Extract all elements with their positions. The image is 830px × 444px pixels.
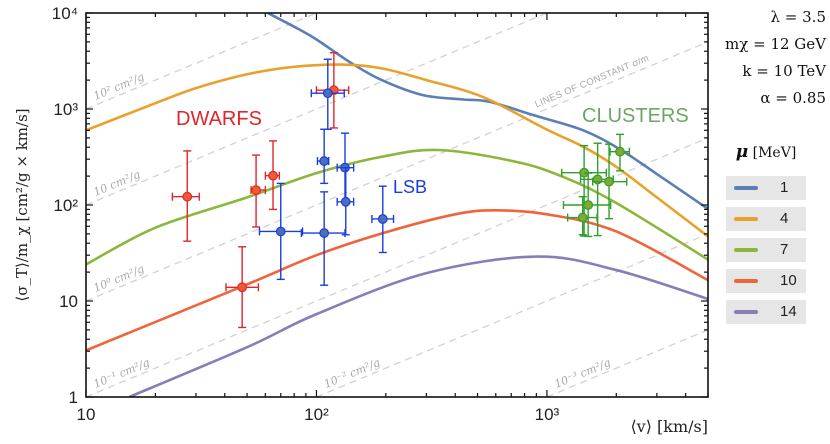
y-tick-label: 10² (53, 196, 78, 215)
lsb-point (336, 166, 355, 236)
parameter-list: λ = 3.5 mχ = 12 GeV k = 10 TeV α = 0.85 (718, 4, 826, 112)
curve-mu-14 (128, 255, 708, 397)
legend-swatch (734, 310, 758, 314)
legend-label: 14 (780, 303, 797, 320)
x-tick-label: 10² (304, 405, 329, 424)
dwarfs-point (315, 51, 350, 129)
model-curves (86, 13, 708, 397)
lsb-point (316, 128, 330, 185)
legend-label: 1 (780, 179, 789, 196)
legend-item-mu-10: 10 (726, 269, 806, 293)
dwarfs-point (225, 246, 260, 329)
y-tick-label: 10 (59, 292, 78, 311)
x-tick-label: 10³ (535, 405, 560, 424)
constant-line (546, 329, 708, 397)
clusters-point (566, 196, 598, 236)
y-tick-label: 1 (69, 388, 78, 407)
lsb-point (371, 185, 395, 254)
y-tick-label: 10³ (53, 100, 78, 119)
param-lambda: λ = 3.5 (770, 8, 826, 26)
legend-item-mu-14: 14 (726, 300, 806, 324)
y-tick-label: 10⁴ (52, 4, 78, 23)
marker (615, 146, 625, 157)
marker (377, 214, 388, 224)
clusters-point (591, 143, 628, 220)
constant-sigma-lines (86, 13, 708, 397)
dwarfs-point (264, 140, 281, 211)
legend-swatch (734, 248, 758, 252)
marker (604, 176, 614, 187)
legend-title-symbol: μ (735, 142, 749, 162)
legend-swatch (734, 186, 758, 190)
marker (182, 191, 193, 202)
legend-item-mu-7: 7 (726, 238, 806, 262)
legend-title-unit: [MeV] (752, 145, 797, 161)
x-axis-label: ⟨v⟩ [km/s] (630, 417, 708, 436)
constant-line (86, 13, 317, 110)
constant-line-label: 10 cm²/g (92, 168, 142, 199)
lsb-point (258, 182, 304, 281)
marker (319, 156, 330, 166)
label-lsb: LSB (393, 177, 427, 197)
label-dwarfs: DWARFS (176, 108, 262, 130)
marker (275, 226, 286, 237)
lsb-point (300, 191, 346, 286)
marker (322, 88, 333, 99)
param-k: k = 10 TeV (742, 62, 826, 80)
legend-item-mu-1: 1 (726, 176, 806, 200)
curve-mu-4 (86, 63, 708, 238)
legend-title: μ [MeV] (726, 142, 806, 162)
clusters-point (609, 133, 631, 172)
constant-line-label: 10⁰ cm²/g (92, 262, 147, 295)
constant-line-label: 10² cm²/g (92, 70, 147, 103)
marker (237, 282, 248, 293)
marker (340, 196, 351, 207)
constant-lines-title: LINES OF CONSTANT σ/m (533, 53, 650, 110)
data-points (171, 51, 631, 329)
legend-label: 10 (780, 272, 797, 289)
legend-swatch (734, 279, 758, 283)
clusters-point (562, 172, 612, 238)
marker (268, 170, 278, 181)
y-axis-label: ⟨σ_T⟩/m_χ [cm²/g × km/s] (13, 108, 31, 301)
annotations: DWARFS LSB CLUSTERS (176, 105, 689, 197)
label-clusters: CLUSTERS (582, 105, 689, 127)
constant-line (316, 233, 708, 397)
dwarfs-point (171, 150, 200, 242)
param-mass: mχ = 12 GeV (725, 35, 826, 53)
curve-mu-7 (86, 148, 708, 266)
legend-swatch (734, 217, 758, 221)
constant-line (86, 41, 708, 302)
lsb-point (310, 58, 345, 130)
legend-label: 7 (780, 241, 789, 258)
marker (251, 185, 261, 195)
marker (577, 212, 588, 223)
legend-label: 4 (780, 210, 789, 227)
constant-line (86, 13, 548, 206)
marker (583, 200, 594, 210)
x-tick-label: 10 (77, 405, 96, 424)
legend-item-mu-4: 4 (726, 207, 806, 231)
param-alpha: α = 0.85 (760, 89, 826, 107)
curve-mu-10 (86, 209, 708, 352)
dwarfs-point (250, 154, 267, 228)
clusters-point (561, 144, 608, 237)
constant-line (86, 137, 708, 397)
marker (319, 228, 330, 238)
